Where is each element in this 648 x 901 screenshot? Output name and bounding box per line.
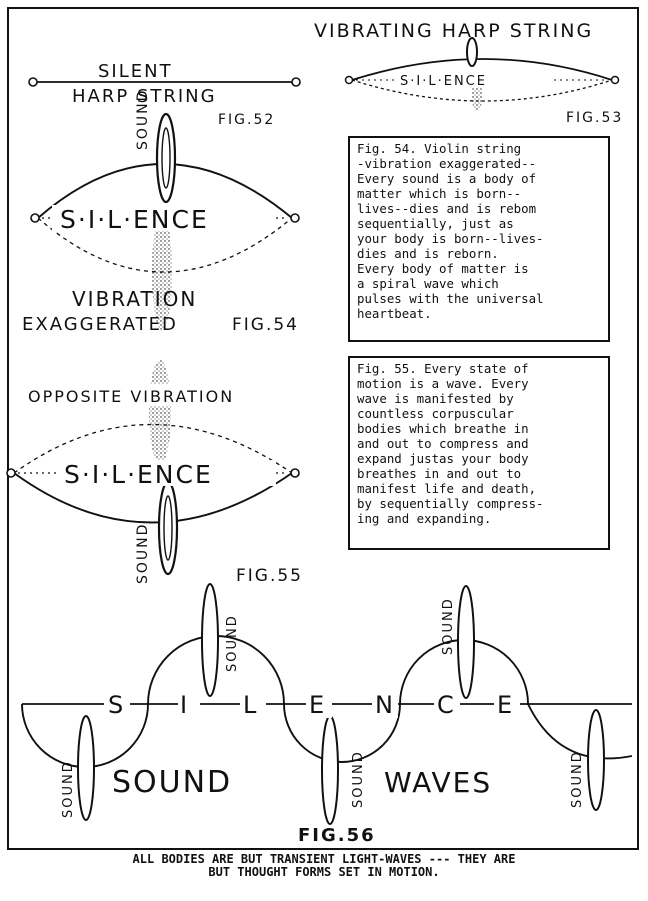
fig55-description-box: Fig. 55. Every state of motion is a wave…	[348, 356, 610, 550]
fig56-caption-right: WAVES	[384, 766, 492, 799]
fig54-text-bg	[52, 205, 274, 231]
fig52-peg-left	[28, 77, 38, 87]
fig56-sound-body-4	[457, 585, 475, 699]
fig55-arc-upper	[13, 423, 293, 474]
fig55-label: FIG.55	[236, 566, 303, 586]
fig52-title-line2: HARP STRING	[72, 86, 217, 107]
fig55-peg-right	[290, 468, 300, 478]
fig56-sound-label-1: SOUND	[61, 760, 76, 818]
fig56-label: FIG.56	[298, 825, 376, 846]
fig53-text-bg	[398, 72, 552, 88]
fig56-sound-body-1	[77, 715, 95, 821]
fig54-caption-line1: VIBRATION	[72, 287, 197, 311]
fig56-letter-6: C	[437, 691, 456, 719]
fig56-diagram: S I L E N C E SOUND SOUND SOUND SOUND SO…	[21, 583, 633, 846]
fig53-peg-left	[344, 75, 354, 85]
fig54-peg-left	[30, 213, 40, 223]
fig53-sound-body	[466, 37, 478, 67]
fig53-string-lower	[351, 79, 613, 102]
fig55-diagram: OPPOSITE VIBRATION S·I·L·ENCE SOUND FIG.…	[6, 360, 306, 586]
fig56-sound-body-3	[321, 715, 339, 825]
fig54-silence-text: S·I·L·ENCE	[60, 205, 209, 234]
fig54-description-box: Fig. 54. Violin string -vibration exagge…	[348, 136, 610, 342]
fig53-string-text: S·I·L·ENCE	[400, 74, 487, 89]
fig56-wave-trough-2	[283, 703, 401, 763]
fig55-text-bg	[58, 460, 276, 486]
fig55-title-bg	[26, 384, 306, 406]
fig52-peg-right	[291, 77, 301, 87]
fig56-letter-3: L	[243, 691, 258, 719]
fig55-sound-label: SOUND	[135, 523, 151, 584]
fig56-sound-label-2: SOUND	[225, 614, 240, 672]
fig56-sound-body-2	[201, 583, 219, 697]
fig54-peg-right	[290, 213, 300, 223]
fig54-diagram: SOUND S·I·L·ENCE VIBRATION EXAGGERATED F…	[22, 89, 300, 335]
fig54-sound-core	[161, 127, 171, 189]
page-frame	[7, 7, 639, 850]
fig55-sound-core	[163, 495, 173, 561]
fig53-title: VIBRATING HARP STRING	[314, 20, 593, 42]
fig56-sound-label-4: SOUND	[441, 597, 456, 655]
fig54-label: FIG.54	[232, 315, 299, 335]
fig52-title-line1: SILENT	[98, 61, 173, 82]
fig53-diagram: VIBRATING HARP STRING S·I·L·ENCE FIG.53	[314, 20, 623, 126]
fig53-peg-right	[610, 75, 620, 85]
fig56-sound-body-5	[587, 709, 605, 811]
footer-caption: ALL BODIES ARE BUT TRANSIENT LIGHT-WAVES…	[132, 852, 516, 879]
fig53-string-upper	[351, 58, 613, 81]
fig54-sound-body	[155, 112, 177, 204]
fig56-sound-label-3: SOUND	[351, 750, 366, 808]
fig56-letter-7: E	[497, 691, 514, 719]
fig54-sound-label: SOUND	[135, 89, 151, 150]
fig56-letter-5: N	[375, 691, 395, 719]
fig56-caption-left: SOUND	[112, 765, 232, 800]
fig54-caption-line2: EXAGGERATED	[22, 314, 178, 335]
fig56-letter-4: E	[309, 691, 326, 719]
fig55-sound-shadow	[149, 360, 171, 464]
fig56-letter-2: I	[180, 691, 189, 719]
fig56-wave-tail	[527, 703, 633, 760]
fig54-sound-shadow	[152, 214, 172, 330]
fig52-label: FIG.52	[218, 112, 275, 128]
fig53-label: FIG.53	[566, 110, 623, 126]
fig52-diagram: SILENT HARP STRING FIG.52	[28, 61, 301, 128]
fig55-silence-text: S·I·L·ENCE	[64, 460, 213, 489]
fig55-arc-lower	[13, 472, 293, 524]
fig55-peg-left	[6, 468, 16, 478]
fig55-title: OPPOSITE VIBRATION	[28, 387, 234, 406]
fig56-sound-label-5: SOUND	[570, 750, 585, 808]
fig56-letter-1: S	[108, 691, 125, 719]
